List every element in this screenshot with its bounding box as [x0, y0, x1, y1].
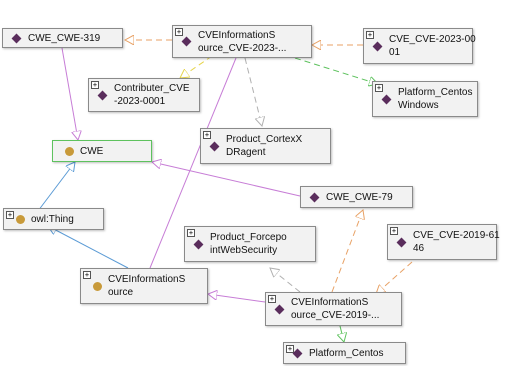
class-icon	[16, 214, 25, 224]
node-label: CVEInformationS ource	[108, 274, 186, 298]
expand-icon[interactable]: +	[83, 271, 91, 279]
expand-icon[interactable]: +	[187, 229, 195, 237]
edge-cve2019-to-cveinfo2019	[376, 261, 413, 294]
individual-icon	[396, 237, 407, 247]
expand-icon[interactable]: +	[6, 211, 14, 219]
edge-cveinfo2023-to-cortex	[244, 57, 262, 126]
node-platform-centos-windows[interactable]: + Platform_Centos Windows	[372, 81, 478, 117]
expand-icon[interactable]: +	[203, 131, 211, 139]
node-platform-centos[interactable]: + Platform_Centos	[283, 342, 406, 364]
node-label: Product_CortexX DRagent	[226, 134, 303, 158]
node-cveinformationsource[interactable]: + CVEInformationS ource	[80, 268, 208, 304]
node-label: CWE	[80, 145, 104, 157]
node-cwe-cwe-319[interactable]: CWE_CWE-319	[2, 28, 123, 48]
node-label: CVE_CVE-2023-00 01	[389, 34, 476, 58]
individual-icon	[181, 36, 192, 47]
node-cwe[interactable]: CWE	[52, 140, 152, 162]
node-cve-cve-2023-0001[interactable]: + CVE_CVE-2023-00 01	[363, 28, 476, 64]
expand-icon[interactable]: +	[91, 81, 99, 89]
node-cve-cve-2019-6146[interactable]: + CVE_CVE-2019-61 46	[387, 224, 500, 260]
node-label: Platform_Centos	[309, 347, 384, 359]
node-label: CWE_CWE-319	[28, 32, 101, 44]
edge-cveinfo2023-to-platwin	[294, 57, 378, 84]
edge-cveinfosrc-subclass-thing	[48, 226, 129, 269]
expand-icon[interactable]: +	[366, 31, 374, 39]
class-icon	[65, 146, 74, 156]
node-owl-thing[interactable]: + owl:Thing	[3, 208, 104, 230]
expand-icon[interactable]: +	[375, 84, 383, 92]
expand-icon[interactable]: +	[175, 28, 183, 36]
individual-icon	[97, 90, 108, 100]
node-label: CVE_CVE-2019-61 46	[413, 230, 500, 254]
node-label: CWE_CWE-79	[326, 191, 393, 203]
node-label: Contributer_CVE -2023-0001	[114, 83, 190, 107]
expand-icon[interactable]: +	[286, 345, 294, 353]
edge-cveinfo2023-to-contrib	[180, 55, 213, 78]
node-cveinformationsource-cve-2019[interactable]: + CVEInformationS ource_CVE-2019-...	[265, 292, 402, 326]
edge-cwe79-type-cwe	[152, 162, 301, 197]
expand-icon[interactable]: +	[390, 227, 398, 235]
edge-cveinfo2023-type-cveinfosrc	[149, 57, 237, 269]
individual-icon	[292, 348, 303, 358]
node-label: owl:Thing	[31, 213, 74, 225]
node-label: Product_Forcepo intWebSecurity	[210, 232, 287, 256]
node-label: CVEInformationS ource_CVE-2019-...	[291, 297, 380, 321]
edge-cveinfo2019-to-platcentos	[340, 325, 344, 342]
expand-icon[interactable]: +	[268, 295, 276, 303]
node-label: Platform_Centos Windows	[398, 87, 473, 111]
node-label: CVEInformationS ource_CVE-2023-...	[198, 29, 287, 54]
node-product-cortexxdragent[interactable]: + Product_CortexX DRagent	[200, 128, 331, 164]
edge-cwe-subclass-thing	[37, 162, 75, 212]
node-cwe-cwe-79[interactable]: CWE_CWE-79	[300, 186, 413, 208]
individual-icon	[381, 94, 392, 104]
edge-cveinfo2019-to-forcepoint	[270, 268, 301, 293]
individual-icon	[11, 33, 22, 43]
individual-icon	[209, 141, 220, 151]
individual-icon	[309, 192, 320, 202]
node-contributer-cve-2023-0001[interactable]: + Contributer_CVE -2023-0001	[88, 78, 200, 112]
node-product-forcepointwebsecurity[interactable]: + Product_Forcepo intWebSecurity	[184, 226, 316, 262]
edge-cwe319-type-cwe	[61, 47, 78, 140]
individual-icon	[274, 304, 285, 314]
class-icon	[93, 281, 102, 291]
edge-cveinfo2019-to-cwe79	[331, 210, 363, 293]
individual-icon	[193, 239, 204, 249]
node-cveinformationsource-cve-2023[interactable]: + CVEInformationS ource_CVE-2023-...	[172, 25, 312, 58]
individual-icon	[372, 41, 383, 51]
edge-cveinfo2019-type-cveinfosrc	[208, 294, 266, 303]
